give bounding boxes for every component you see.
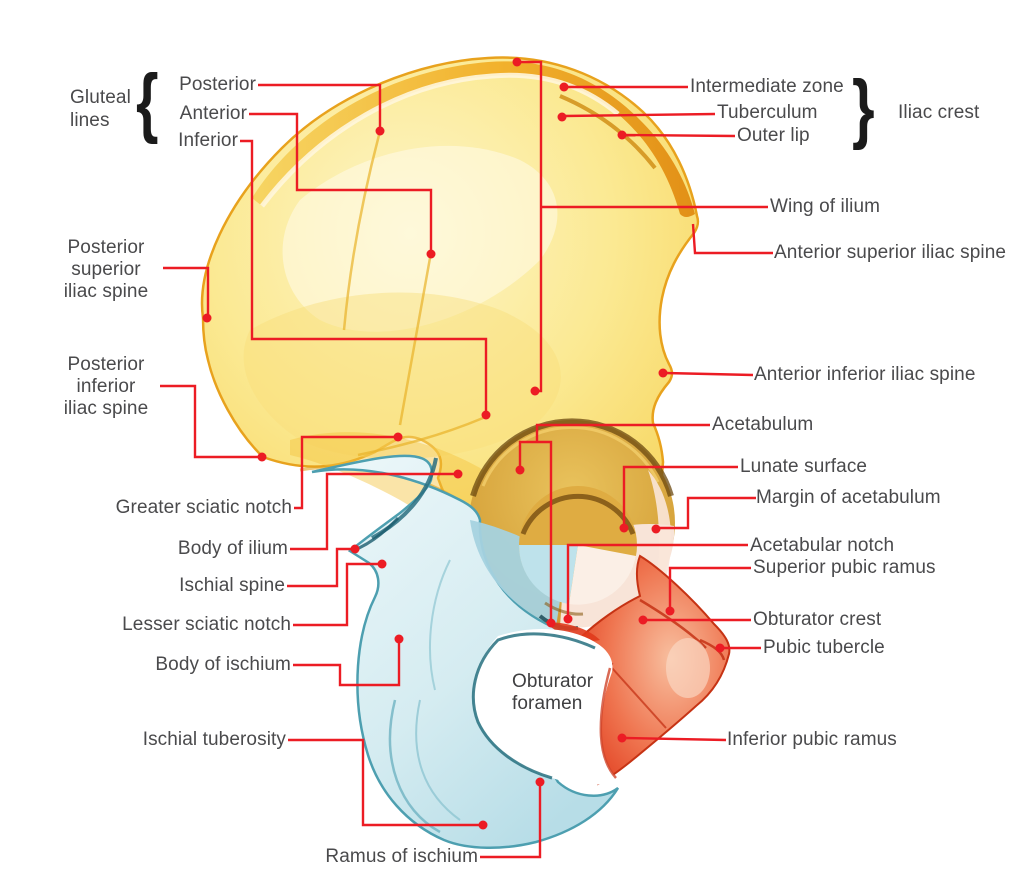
iliac-crest-band — [252, 61, 695, 218]
label-intermediate-zone: Intermediate zone — [690, 76, 844, 97]
label-greater-sciatic-notch: Greater sciatic notch — [115, 497, 292, 518]
label-body-of-ilium: Body of ilium — [177, 538, 288, 559]
label-outer-lip: Outer lip — [737, 125, 810, 146]
label-wing-of-ilium: Wing of ilium — [770, 196, 881, 217]
label-lesser-sciatic-notch: Lesser sciatic notch — [122, 614, 291, 635]
label-inferior-pubic-ramus: Inferior pubic ramus — [727, 729, 897, 750]
label-ischial-spine: Ischial spine — [179, 575, 285, 596]
label-anterior-gluteal-line: Anterior — [179, 103, 247, 124]
inferior-gluteal-line — [357, 416, 484, 457]
label-obturator-foramen: Obturator foramen — [512, 671, 594, 714]
label-tuberculum: Tuberculum — [717, 102, 818, 123]
label-margin-of-acetabulum: Margin of acetabulum — [756, 487, 941, 508]
brace-right-icon: } — [852, 65, 875, 152]
label-posterior-gluteal-line: Posterior — [179, 74, 256, 95]
label-superior-pubic-ramus: Superior pubic ramus — [753, 557, 936, 578]
margin-of-acetabulum-rim — [648, 470, 672, 602]
label-acetabular-notch: Acetabular notch — [750, 535, 895, 556]
label-obturator-crest: Obturator crest — [753, 609, 882, 630]
label-pubic-tubercle: Pubic tubercle — [763, 637, 885, 658]
label-inferior-gluteal-line: Inferior — [178, 130, 238, 151]
label-ramus-of-ischium: Ramus of ischium — [325, 846, 478, 867]
obturator-crest-shape — [639, 598, 707, 649]
label-gluteal-lines-group: Gluteal lines — [70, 87, 131, 131]
label-body-of-ischium: Body of ischium — [155, 654, 291, 675]
anterior-gluteal-line — [398, 257, 432, 426]
posterior-gluteal-line — [342, 134, 381, 331]
label-acetabulum: Acetabulum — [712, 414, 814, 435]
label-anterior-superior-iliac-spine: Anterior superior iliac spine — [774, 242, 1007, 263]
label-lunate-surface: Lunate surface — [740, 456, 868, 477]
leader-dots — [202, 57, 725, 830]
brace-left-icon: { — [136, 59, 159, 146]
label-anterior-inferior-iliac-spine: Anterior inferior iliac spine — [754, 364, 976, 385]
label-posterior-superior-iliac-spine: Posterior superior iliac spine — [63, 237, 149, 302]
label-ischial-tuberosity: Ischial tuberosity — [142, 729, 286, 750]
label-iliac-crest: Iliac crest — [898, 102, 980, 123]
bone-region-pubis — [545, 554, 731, 786]
obturator-foramen-shape — [471, 629, 617, 785]
label-posterior-inferior-iliac-spine: Posterior inferior iliac spine — [63, 354, 149, 419]
leader-lines — [160, 60, 773, 859]
